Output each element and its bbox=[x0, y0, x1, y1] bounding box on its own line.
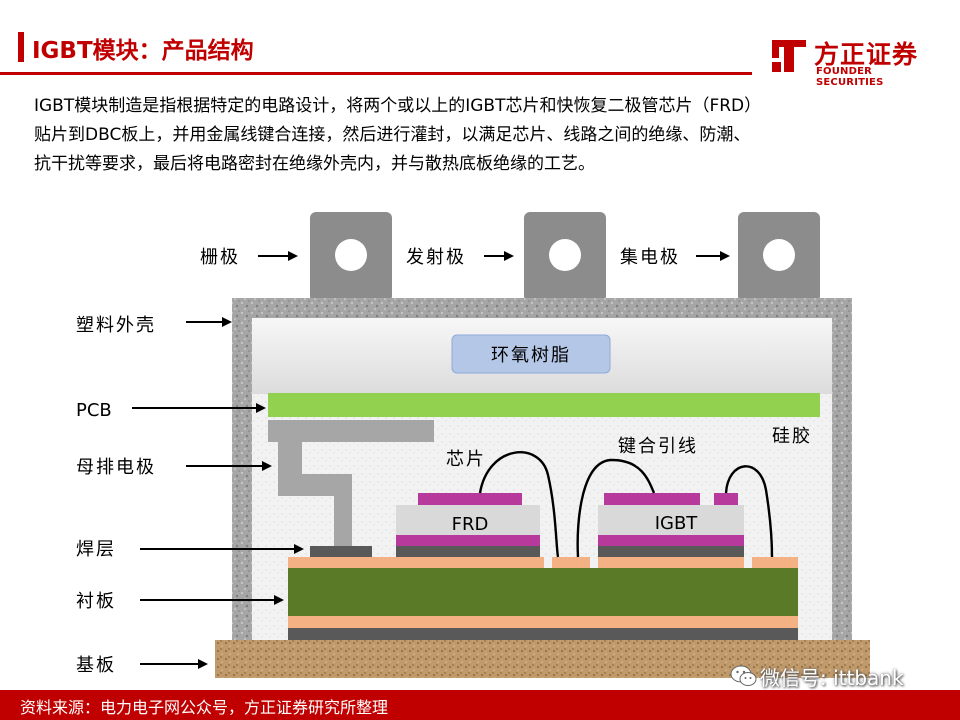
title-accent-bar bbox=[18, 32, 24, 62]
header-divider bbox=[0, 72, 752, 75]
epoxy-tag bbox=[451, 334, 611, 374]
baseplate bbox=[215, 640, 870, 678]
arrow-head bbox=[504, 251, 514, 261]
label-busbar: 母排电极 bbox=[76, 457, 156, 478]
bond-wire bbox=[724, 465, 774, 558]
terminal-collector bbox=[738, 212, 820, 302]
busbar-solder bbox=[310, 546, 372, 557]
bond-wire bbox=[576, 458, 656, 558]
wechat-icon bbox=[730, 665, 757, 686]
description-line: IGBT模块制造是指根据特定的电路设计，将两个或以上的IGBT芯片和快恢复二极管… bbox=[34, 96, 762, 116]
top-copper bbox=[288, 557, 798, 568]
arrow-head bbox=[288, 251, 298, 261]
wechat-watermark: 微信号: ittbank bbox=[760, 666, 904, 690]
bottom-copper bbox=[288, 616, 798, 628]
label-collector: 集电极 bbox=[620, 247, 680, 268]
arrow-head bbox=[256, 403, 266, 413]
igbt-gate-pad bbox=[714, 493, 738, 505]
logo-chinese-name: 方正证券 bbox=[814, 40, 919, 69]
label-emitter: 发射极 bbox=[406, 247, 466, 268]
frd-solder bbox=[396, 546, 540, 557]
igbt-metal-bottom bbox=[598, 535, 744, 546]
bond-wire-label: 键合引线 bbox=[618, 436, 698, 457]
description-line: 抗干扰等要求，最后将电路密封在绝缘外壳内，并与散热底板绝缘的工艺。 bbox=[34, 154, 595, 174]
label-pcb: PCB bbox=[76, 400, 112, 421]
label-gate: 栅极 bbox=[200, 247, 240, 268]
arrow-head bbox=[274, 595, 284, 605]
founder-logo-icon bbox=[772, 40, 806, 72]
terminal-gate bbox=[310, 212, 392, 302]
copper-gap bbox=[544, 557, 552, 568]
pcb-layer bbox=[268, 393, 820, 417]
ceramic-substrate bbox=[288, 568, 798, 616]
copper-pad bbox=[552, 557, 590, 568]
footer-bar: 资料来源：电力电子网公众号，方正证券研究所整理 bbox=[0, 690, 960, 720]
igbt-label: IGBT bbox=[655, 513, 699, 534]
arrow-head bbox=[262, 461, 272, 471]
label-solder: 焊层 bbox=[76, 539, 116, 560]
busbar-electrode bbox=[268, 420, 434, 548]
company-logo: 方正证券 FOUNDER SECURITIES bbox=[770, 34, 940, 88]
frd-metal-bottom bbox=[396, 535, 540, 546]
igbt-solder bbox=[598, 546, 744, 557]
label-substrate: 衬板 bbox=[76, 591, 116, 612]
bond-wire bbox=[478, 451, 560, 558]
bottom-solder bbox=[288, 628, 798, 640]
frd-metal-top bbox=[418, 493, 522, 505]
copper-pad bbox=[752, 557, 782, 568]
label-baseplate: 基板 bbox=[76, 655, 116, 676]
copper-gap bbox=[744, 557, 752, 568]
arrow-head bbox=[198, 659, 208, 669]
frd-chip bbox=[396, 505, 540, 535]
arrow-head bbox=[222, 317, 232, 327]
terminal-emitter bbox=[524, 212, 606, 302]
arrow-head bbox=[294, 544, 304, 554]
logo-english-name: FOUNDER SECURITIES bbox=[816, 66, 884, 88]
source-note: 资料来源：电力电子网公众号，方正证券研究所整理 bbox=[20, 698, 389, 717]
description-line: 贴片到DBC板上，并用金属线键合连接，然后进行灌封，以满足芯片、线路之间的绝缘、… bbox=[34, 125, 751, 145]
epoxy-label: 环氧树脂 bbox=[491, 345, 571, 366]
igbt-chip bbox=[598, 505, 744, 535]
chip-label: 芯片 bbox=[446, 449, 486, 470]
silicone-label: 硅胶 bbox=[772, 426, 812, 447]
arrow-head bbox=[720, 251, 730, 261]
copper-gap bbox=[590, 557, 598, 568]
igbt-emitter-pad bbox=[604, 493, 700, 505]
page-title: IGBT模块：产品结构 bbox=[32, 38, 254, 64]
description-paragraph: IGBT模块制造是指根据特定的电路设计，将两个或以上的IGBT芯片和快恢复二极管… bbox=[34, 92, 934, 179]
frd-label: FRD bbox=[452, 514, 489, 535]
label-housing: 塑料外壳 bbox=[76, 315, 156, 336]
